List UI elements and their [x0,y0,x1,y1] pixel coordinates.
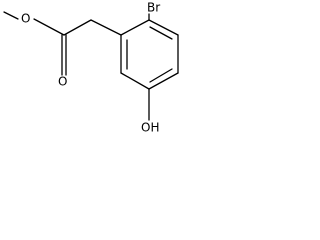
carbonyl-oxygen-label: O [58,75,67,89]
bromine-label: Br [147,1,160,15]
ring-bond-c4-c5 [148,72,179,90]
ring-bond-c1-c2 [120,19,150,36]
ring-inner-double-c2-c3 [149,26,173,40]
bond-ch2-ring [90,19,122,36]
ring-inner-double-c4-c5 [149,68,173,83]
chemical-structure-diagram: Br O O OH [3,1,179,135]
benzene-ring [120,19,179,90]
ring-bond-c5-c6 [120,72,150,90]
ester-oxygen-label: O [21,12,30,26]
bond-ester-oxygen-carbonyl-carbon [33,18,65,36]
hydroxyl-label: OH [141,121,159,135]
bond-methyl-ester-oxygen [3,11,19,20]
ring-bond-c2-c3 [148,19,179,36]
bond-carbonyl-ch2 [63,19,92,36]
